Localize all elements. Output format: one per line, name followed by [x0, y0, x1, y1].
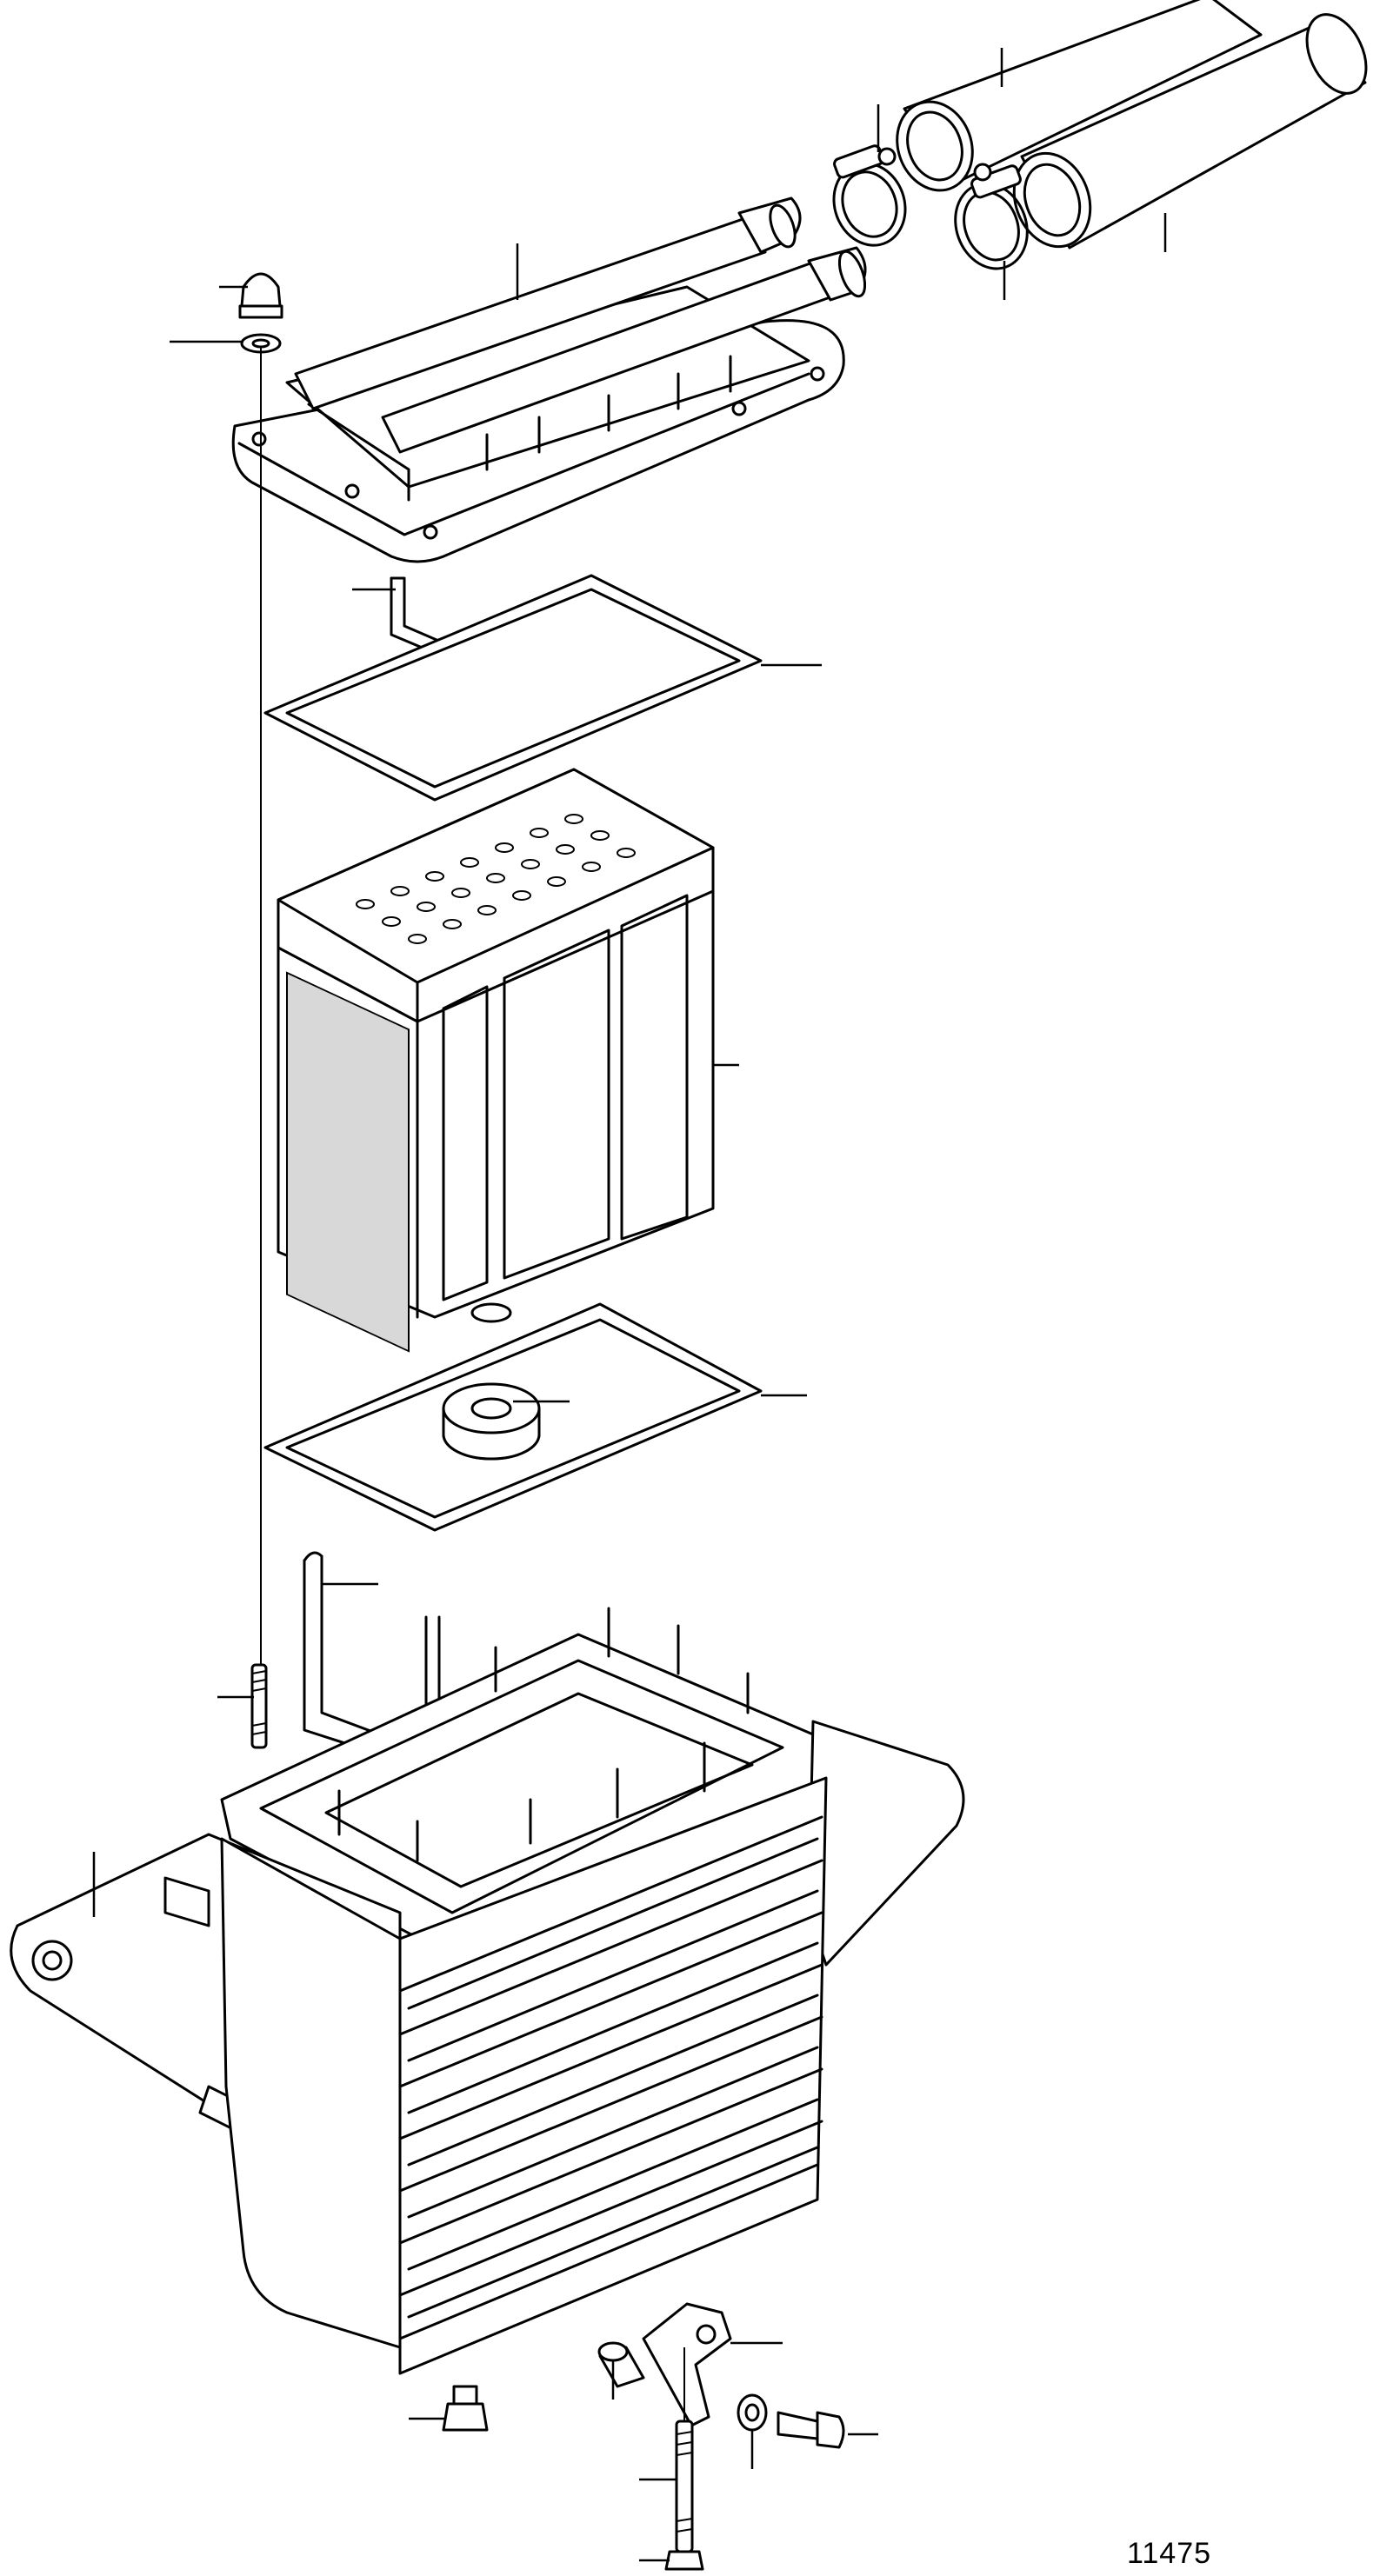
upper-cover-with-pipes	[231, 196, 867, 563]
core-top-holes	[356, 814, 636, 944]
drain-plug	[442, 2385, 489, 2432]
hose-clamp-left	[832, 144, 907, 247]
flange-screw	[777, 2411, 845, 2449]
cap-nut	[238, 272, 283, 319]
hose-left	[896, 0, 1263, 192]
bracket	[642, 2302, 732, 2427]
lock-washer	[737, 2393, 768, 2432]
cooler-core	[277, 768, 715, 1353]
leader-lines	[92, 48, 1167, 2562]
upper-gasket	[263, 574, 763, 802]
bottom-nut	[664, 2550, 704, 2571]
spacer	[597, 2341, 645, 2388]
bottom-stud	[675, 2420, 694, 2553]
hose-right	[1012, 13, 1368, 250]
hose-clamp-right	[954, 163, 1029, 270]
figure-number: 11475	[1127, 2537, 1212, 2570]
rubber-grommet	[442, 1382, 541, 1461]
stud	[250, 1663, 268, 1749]
housing	[10, 1607, 965, 2375]
